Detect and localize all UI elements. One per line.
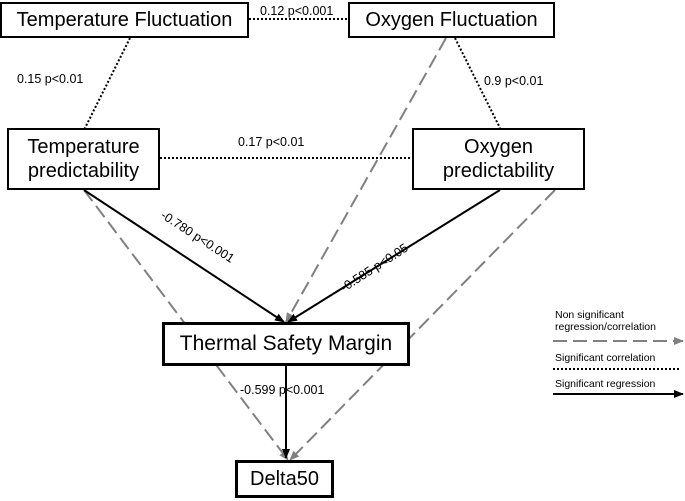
legend-nonsig-text: Non significant regression/correlation	[555, 309, 656, 334]
node-temperature-fluctuation-label: Temperature Fluctuation	[16, 9, 233, 31]
node-oxygen-predictability-label: Oxygen predictability	[442, 136, 555, 182]
legend-sig-corr-text: Significant correlation	[555, 352, 656, 364]
nonsig-oxypred-delta50	[289, 189, 556, 461]
node-thermal-safety-margin: Thermal Safety Margin	[162, 322, 410, 366]
node-delta50: Delta50	[235, 460, 334, 498]
label-tsm-delta50: -0.599 p<0.001	[240, 383, 325, 397]
node-delta50-label: Delta50	[250, 468, 319, 490]
node-oxygen-predictability: Oxygen predictability	[412, 128, 585, 190]
label-temppred-oxypred: 0.17 p<0.01	[238, 135, 305, 149]
reg-temppred-tsm	[83, 189, 285, 323]
node-oxygen-fluctuation-label: Oxygen Fluctuation	[365, 9, 538, 31]
legend-sig-reg-text: Significant regression	[555, 378, 656, 390]
node-thermal-safety-margin-label: Thermal Safety Margin	[179, 332, 393, 356]
node-temperature-fluctuation: Temperature Fluctuation	[0, 2, 249, 38]
node-oxygen-fluctuation: Oxygen Fluctuation	[348, 2, 555, 38]
label-oxyfluct-oxypred: 0.9 p<0.01	[484, 74, 544, 88]
node-temperature-predictability-label: Temperature predictability	[27, 136, 140, 182]
node-temperature-predictability: Temperature predictability	[7, 128, 160, 190]
nonsig-oxyfluct-tsm	[285, 37, 447, 323]
corr-tempfluct-temppred	[83, 37, 131, 131]
label-tempfluct-temppred: 0.15 p<0.01	[17, 72, 84, 86]
reg-oxypred-tsm	[287, 189, 501, 323]
corr-oxyfluct-oxypred	[454, 37, 501, 129]
label-tempfluct-oxyfluct: 0.12 p<0.001	[260, 4, 334, 18]
